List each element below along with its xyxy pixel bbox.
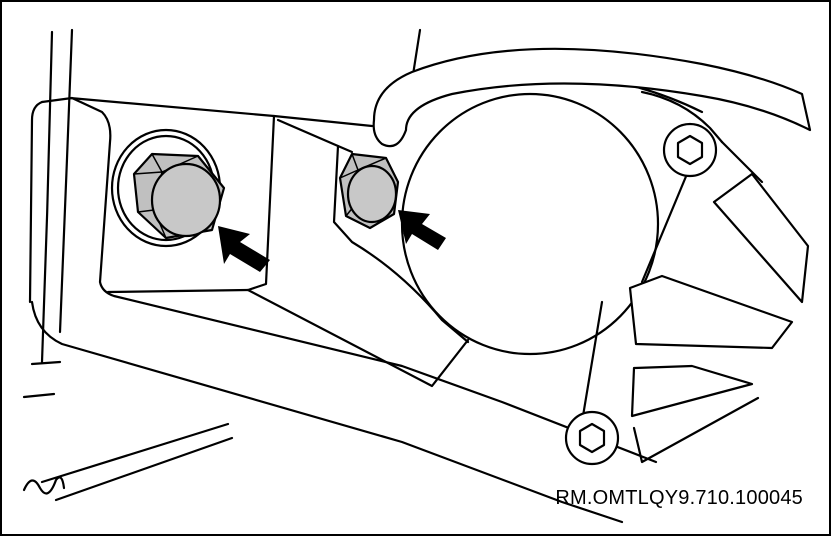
cooling-fins <box>580 140 810 464</box>
arrow-icon-left <box>218 226 270 272</box>
socket-screw-bottom <box>564 410 620 466</box>
arrow-icon-right <box>398 210 446 250</box>
hose <box>372 47 812 148</box>
mounting-plate <box>106 114 470 388</box>
right-drain-bolt <box>338 152 400 230</box>
socket-screw-top <box>662 122 718 178</box>
reference-code-label: RM.OMTLQY9.710.100045 <box>555 487 803 509</box>
left-drain-bolt <box>110 128 226 248</box>
cable <box>22 422 234 502</box>
background-structure <box>22 28 422 399</box>
